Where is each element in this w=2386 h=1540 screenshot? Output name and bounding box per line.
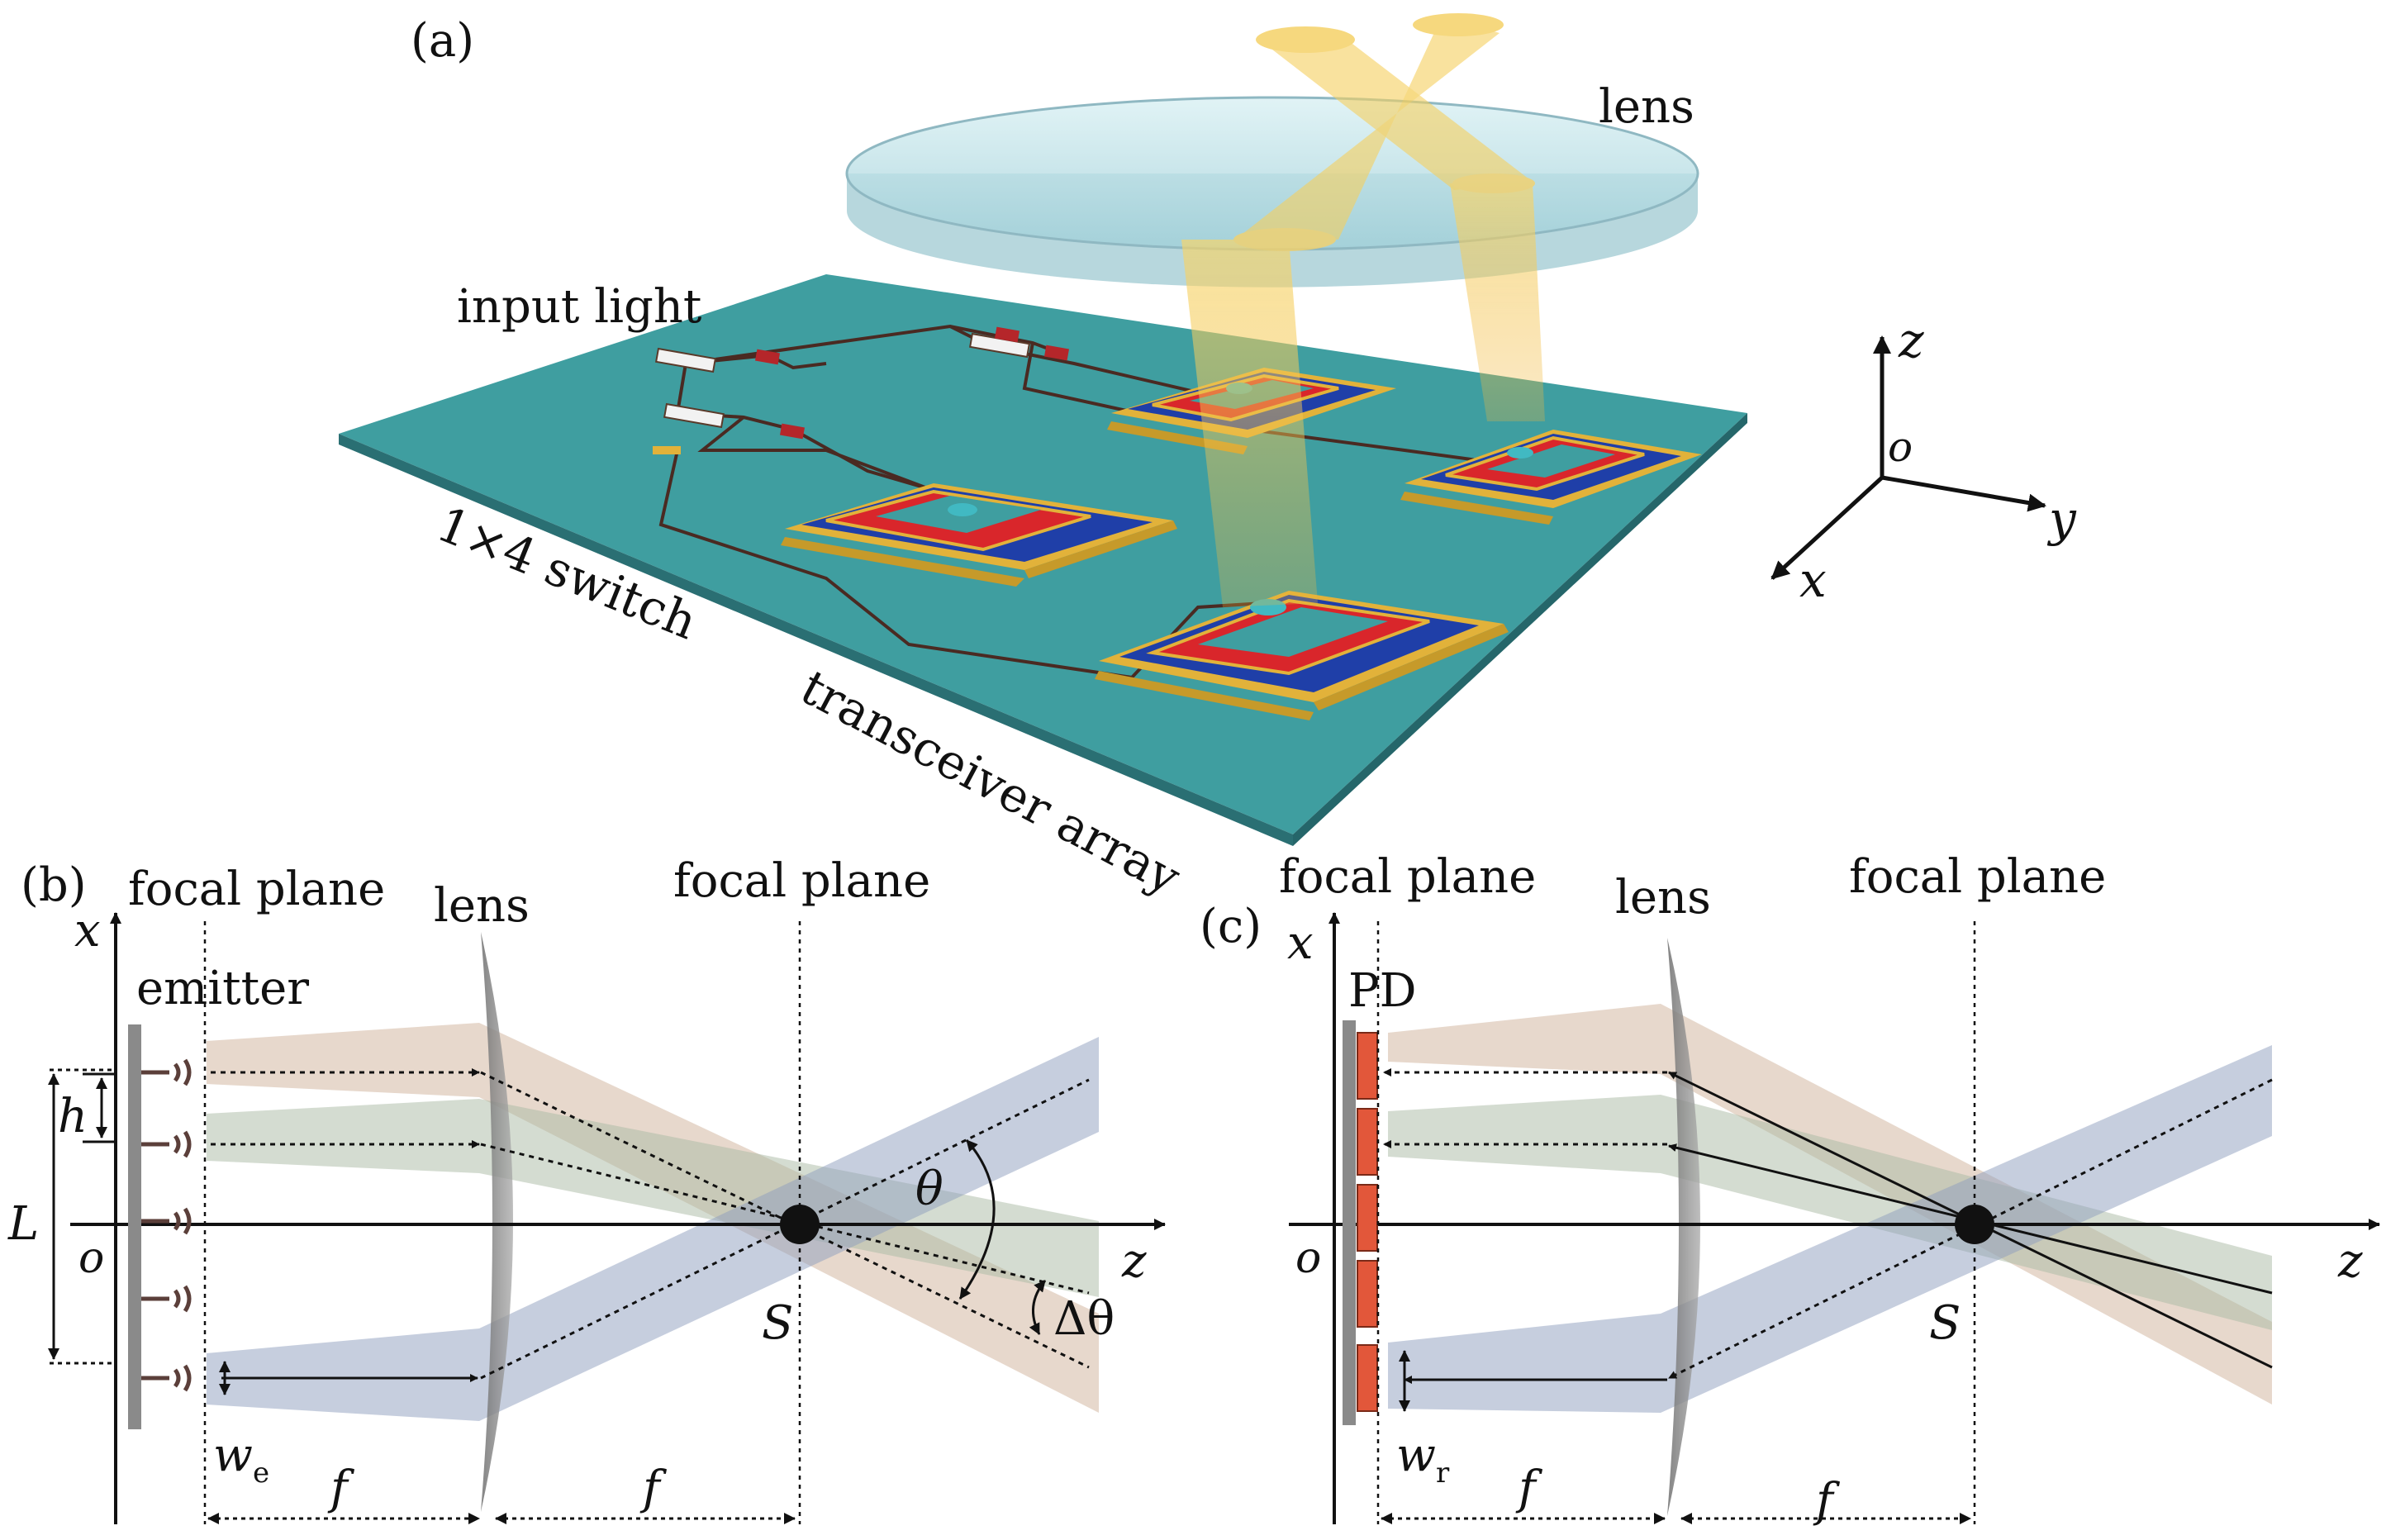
lens-label: lens: [1599, 80, 1694, 134]
pd-array: [1357, 1032, 1378, 1412]
emitter-plate: [128, 1024, 141, 1429]
chip-substrate-edge-right: [1293, 413, 1747, 846]
input-light-label: input light: [457, 280, 702, 334]
beam-blue: [207, 1037, 1099, 1421]
focal-plane-left-c: focal plane: [1279, 850, 1536, 904]
theta-label: θ: [915, 1162, 943, 1216]
x-axis-c: x: [1287, 916, 1314, 970]
focal-plane-right-c: focal plane: [1849, 850, 2106, 904]
axis-o-3d: o: [1888, 423, 1913, 471]
light-beams: [1181, 13, 1545, 607]
transceiver-element-3: [1400, 430, 1702, 525]
chip-substrate-edge: [339, 434, 1293, 846]
pd-label: PD: [1348, 964, 1417, 1018]
axis-x-3d: x: [1799, 552, 1827, 608]
S-label-c: S: [1929, 1296, 1961, 1350]
x-axis-b: x: [74, 904, 101, 958]
axis-z-3d: z: [1898, 312, 1924, 368]
emitter-ports: [141, 1058, 192, 1392]
delta-theta-label: Δθ: [1053, 1292, 1115, 1346]
lens-c: [1667, 938, 1700, 1516]
beam-tan-c: [1388, 1004, 2272, 1405]
f2-label-b: f: [639, 1462, 668, 1515]
panel-c-tag: (c): [1200, 900, 1262, 953]
pd-plate: [1343, 1020, 1356, 1425]
lens-label-b: lens: [434, 879, 530, 933]
f1-label-c: f: [1515, 1462, 1543, 1515]
focal-plane-right-b: focal plane: [673, 854, 930, 908]
origin-c: o: [1295, 1233, 1321, 1283]
beam-green: [207, 1099, 1099, 1297]
beam-green-c: [1388, 1095, 2272, 1330]
xyz-axes: [1770, 335, 2046, 580]
panel-b-tag: (b): [21, 858, 87, 912]
focal-point-s-b: [780, 1205, 820, 1244]
origin-b: o: [78, 1233, 104, 1283]
transceiver-element-4: [1095, 591, 1509, 720]
beam-tan: [207, 1023, 1099, 1413]
panel-c: (c) focal plane lens focal plane PD x z …: [1200, 850, 2380, 1528]
z-axis-c: z: [2337, 1234, 2363, 1288]
axis-y-3d: y: [2046, 491, 2077, 547]
panel-b: (b) focal plane lens focal plane emitter…: [7, 854, 1166, 1524]
emitter-label: emitter: [136, 962, 309, 1015]
focal-point-s-c: [1955, 1205, 1994, 1244]
f2-label-c: f: [1813, 1474, 1841, 1528]
transceiver-element-1: [781, 483, 1177, 587]
w-label-b: we: [213, 1428, 269, 1490]
switch-elements: [653, 326, 1070, 454]
panel-a-tag: (a): [411, 14, 474, 68]
beam-blue-c: [1388, 1045, 2272, 1413]
focal-plane-left-b: focal plane: [128, 863, 385, 916]
f1-label-b: f: [327, 1462, 355, 1515]
L-label: L: [7, 1197, 39, 1251]
w-label-c: wr: [1396, 1428, 1450, 1490]
lens-label-c: lens: [1615, 871, 1711, 924]
lens-b: [481, 932, 513, 1512]
panel-a: (a) lens input light 1×4 switch transcei…: [339, 13, 2077, 905]
z-axis-b: z: [1121, 1234, 1147, 1288]
h-label: h: [58, 1090, 88, 1143]
S-label-b: S: [762, 1296, 793, 1350]
